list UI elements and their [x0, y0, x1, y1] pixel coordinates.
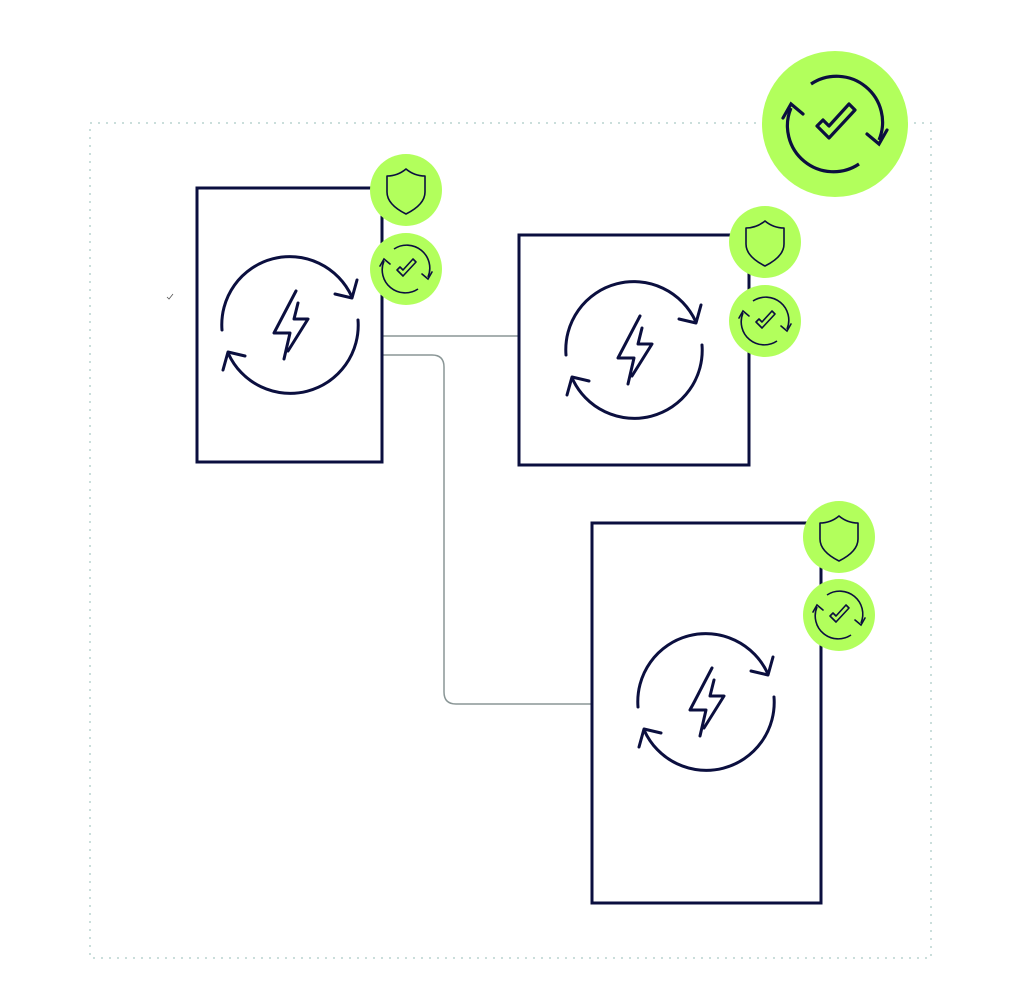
node-c-sync-badge [803, 579, 875, 651]
boundary-frame [89, 122, 932, 959]
status-badge [762, 51, 908, 197]
connector-a-c [382, 354, 592, 705]
node-c-shield-badge [803, 501, 875, 573]
node-c[interactable] [590, 521, 823, 905]
small-check-icon [166, 293, 174, 300]
node-a-sync-badge [370, 233, 442, 305]
node-b[interactable] [517, 233, 751, 467]
node-a[interactable] [195, 186, 384, 464]
node-b-sync-badge [729, 285, 801, 357]
node-a-shield-badge [370, 154, 442, 226]
node-b-shield-badge [729, 206, 801, 278]
